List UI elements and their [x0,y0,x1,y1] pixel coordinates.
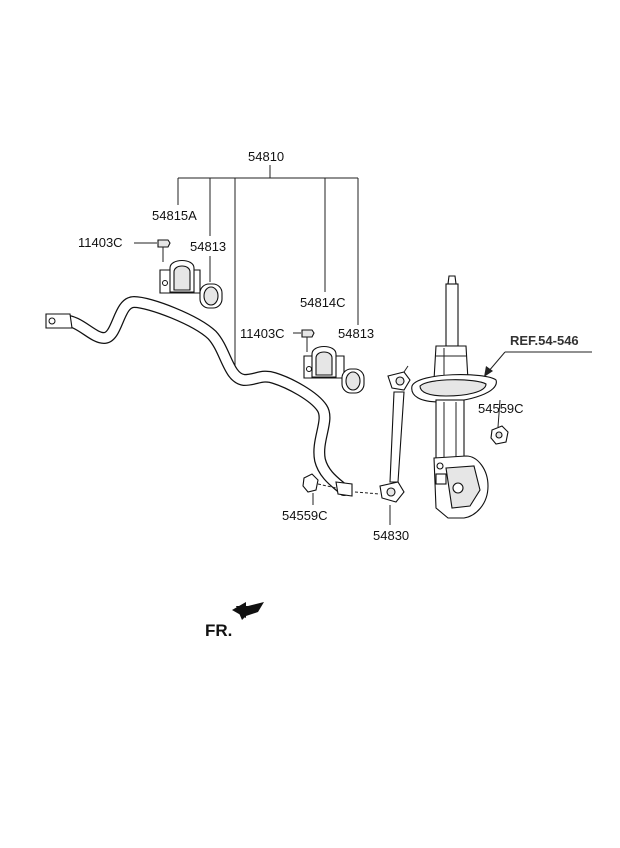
stabilizer-link [354,365,411,503]
label-54810: 54810 [248,149,284,164]
label-11403c-left: 11403C [78,235,123,250]
label-11403c-right: 11403C [240,326,285,341]
leader-ref [484,351,592,377]
front-arrow-icon [232,602,264,620]
bracket-left [159,259,201,294]
strut-assembly [411,275,497,519]
bushing-right [341,368,365,394]
label-54559c-right: 54559C [478,401,524,416]
nut-bottom [302,473,337,493]
nut-right [490,425,509,445]
label-54814c: 54814C [300,295,346,310]
label-54830: 54830 [373,528,409,543]
label-54813-right: 54813 [338,326,374,341]
assembly-leader [177,165,359,370]
label-54559c-bottom: 54559C [282,508,328,523]
label-54813-left: 54813 [190,239,226,254]
bushing-left [199,256,223,309]
bracket-right [303,345,345,379]
stabilizer-bar [45,296,353,497]
bolt-right [301,329,315,352]
leader-nut-right [497,399,501,428]
front-label: FR. [205,621,232,640]
bolt-left [157,239,171,262]
label-54815a: 54815A [152,208,197,223]
label-ref-54-546: REF.54-546 [510,333,579,348]
